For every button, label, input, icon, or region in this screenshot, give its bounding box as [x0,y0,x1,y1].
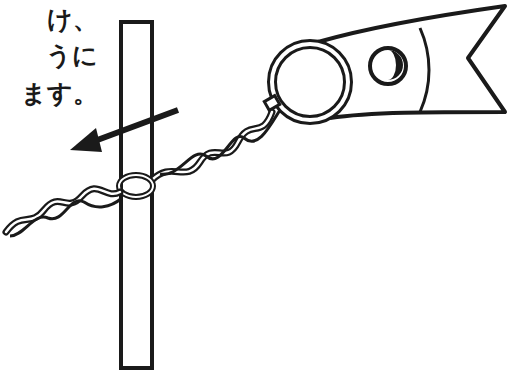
wire-end [6,189,120,232]
gill-line [420,28,429,112]
wire-end-twist [10,198,122,236]
wire-end-core [6,189,120,232]
ring-inner [272,44,348,120]
wire [152,112,272,180]
instruction-text: うに [44,42,100,70]
instruction-text: ます。 [19,80,100,108]
arrow-head [70,128,102,152]
wire-twist [160,110,280,174]
carp-eye [370,48,406,84]
ring-clasp [264,96,279,111]
wire-loop [119,175,153,197]
direction-arrow [92,110,178,142]
wire-core [152,112,272,180]
instruction-text: け、 [45,6,100,34]
wire-loop-core [119,175,153,197]
ring [272,44,348,120]
carp-pupil [388,50,403,80]
